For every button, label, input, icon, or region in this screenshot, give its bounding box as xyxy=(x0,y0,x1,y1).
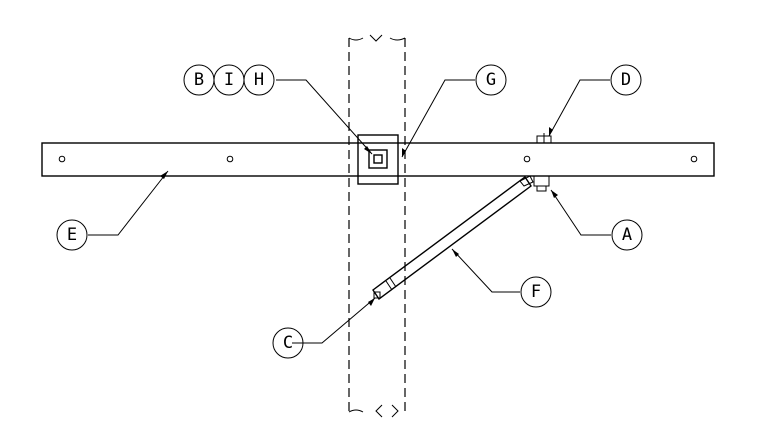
crossarm xyxy=(41,142,715,177)
callout-f-label: F xyxy=(531,282,541,302)
arrowhead xyxy=(368,298,375,306)
callout-i-label: I xyxy=(224,70,234,90)
callout-f: F xyxy=(520,276,552,308)
callout-g: G xyxy=(475,64,507,96)
callout-g-label: G xyxy=(486,70,496,90)
crossarm-hole xyxy=(690,155,698,163)
diagonal-brace xyxy=(372,175,534,301)
leader-a xyxy=(550,189,611,236)
crossarm-hole xyxy=(226,155,234,163)
leader-g xyxy=(401,79,475,158)
leader-d xyxy=(548,79,610,137)
arrowhead xyxy=(402,148,406,157)
callout-d: D xyxy=(610,64,642,96)
callout-e-label: E xyxy=(67,225,77,245)
arrowhead xyxy=(549,127,553,136)
callout-b-label: B xyxy=(194,70,204,90)
arrowhead xyxy=(364,146,372,154)
callout-h-label: H xyxy=(254,70,264,90)
callout-a: A xyxy=(611,219,643,251)
post-bottom-break-line xyxy=(348,404,399,418)
arrowhead xyxy=(160,171,168,179)
callout-i: I xyxy=(213,64,245,96)
brace-bracket xyxy=(533,175,550,192)
crossarm-hole xyxy=(523,155,531,163)
callout-d-label: D xyxy=(621,70,631,90)
callout-c-label: C xyxy=(283,333,293,353)
mounting-plate xyxy=(357,134,399,185)
leader-e xyxy=(88,170,169,236)
callout-b: B xyxy=(183,64,215,96)
leader-c xyxy=(292,297,376,344)
vertical-post xyxy=(348,34,406,418)
washer-square xyxy=(368,149,388,169)
callout-h: H xyxy=(243,64,275,96)
callout-c: C xyxy=(272,327,304,359)
arrowhead xyxy=(551,190,558,198)
arrowhead xyxy=(452,249,459,257)
leader-bih xyxy=(276,79,373,155)
crossarm-hole xyxy=(58,155,66,163)
bolt-head xyxy=(373,154,383,164)
brace-end-bolt xyxy=(373,291,381,299)
post-top-break-line xyxy=(348,34,406,42)
leader-f xyxy=(451,248,520,293)
callout-e: E xyxy=(56,219,88,251)
callout-a-label: A xyxy=(622,225,632,245)
top-bolt-hardware xyxy=(536,133,552,144)
leader-lines xyxy=(88,79,611,344)
